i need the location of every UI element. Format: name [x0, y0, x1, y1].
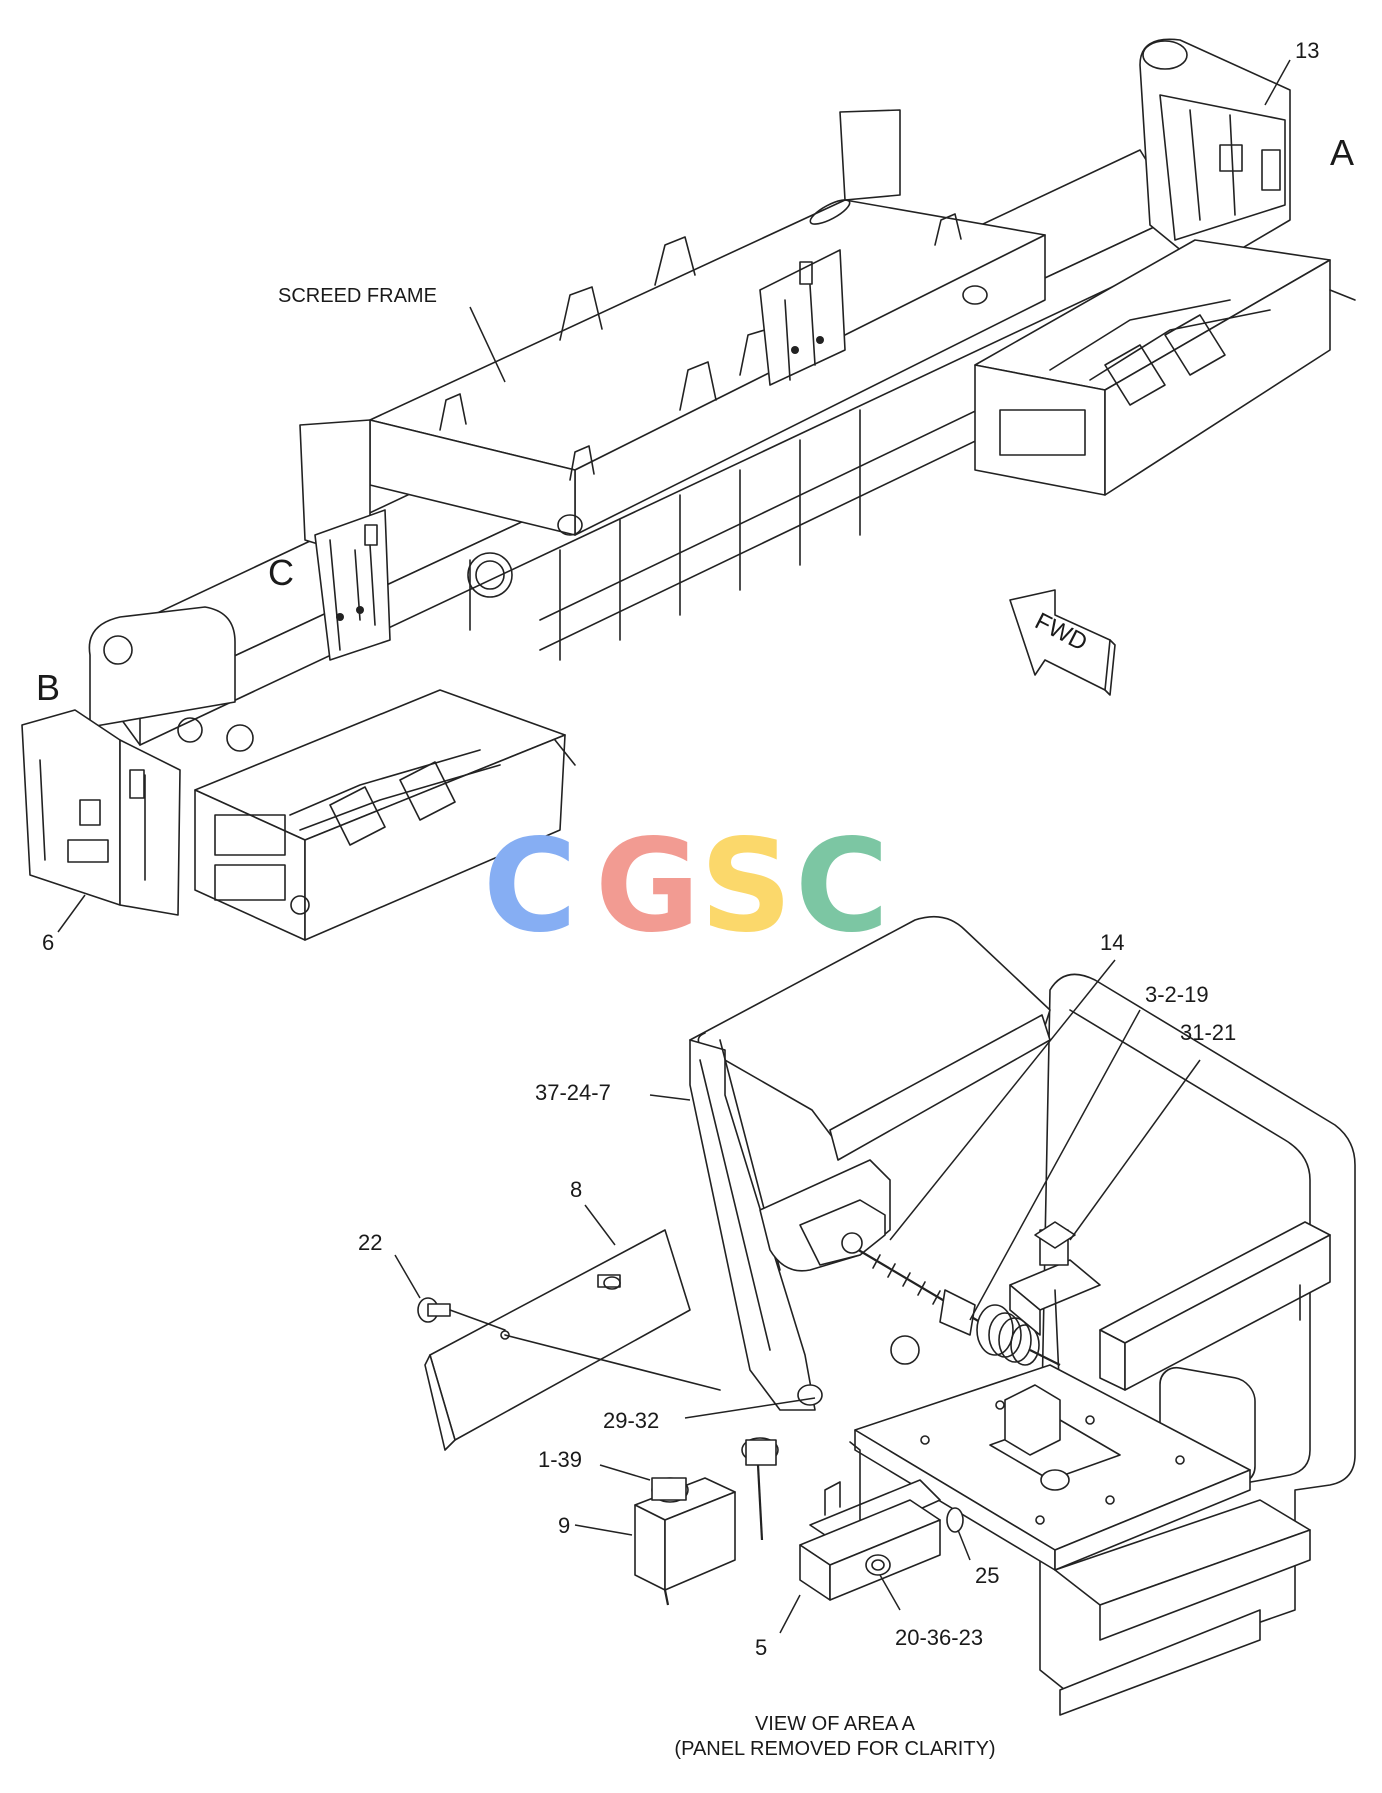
caption-line-1: VIEW OF AREA A: [755, 1713, 916, 1735]
frame-section-left: [194, 689, 576, 941]
view-letter-a: A: [1330, 132, 1354, 173]
callout-31-21: 31-21: [1180, 1020, 1236, 1045]
frame-section-right: [974, 239, 1356, 496]
callout-14: 14: [1100, 930, 1124, 955]
callout-8: 8: [570, 1177, 582, 1202]
view-letter-c: C: [268, 552, 294, 593]
callout-22: 22: [358, 1230, 382, 1255]
detail-view-area-a: [417, 915, 1356, 1716]
cgsc-logo: C G S C: [483, 812, 889, 961]
logo-letter-g: G: [595, 812, 700, 961]
screed-frame-label: SCREED FRAME: [278, 285, 437, 307]
callout-9: 9: [558, 1513, 570, 1538]
spring-assembly: [939, 1289, 1061, 1366]
adjuster-bracket: [1009, 1221, 1101, 1401]
caption-line-2: (PANEL REMOVED FOR CLARITY): [674, 1738, 995, 1760]
end-assembly-b: [21, 709, 181, 916]
end-assembly-a: [1139, 38, 1291, 271]
callout-37-24-7: 37-24-7: [535, 1080, 611, 1105]
callout-25: 25: [975, 1563, 999, 1588]
screed-frame-assembly: FWD: [21, 38, 1356, 941]
callout-3-2-19: 3-2-19: [1145, 982, 1209, 1007]
logo-letter-c1: C: [483, 812, 577, 961]
callout-leaders: [394, 959, 1201, 1634]
part-8-plate: [424, 1229, 691, 1451]
bracket-c: [314, 509, 391, 661]
callout-6: 6: [42, 930, 54, 955]
bracket-center: [759, 249, 846, 386]
callout-5: 5: [755, 1635, 767, 1660]
view-letter-b: B: [36, 667, 60, 708]
callout-1-39: 1-39: [538, 1447, 582, 1472]
callout-20-36-23: 20-36-23: [895, 1625, 983, 1650]
lower-block: [799, 1441, 964, 1601]
callout-13: 13: [1295, 38, 1319, 63]
forward-arrow: FWD: [1009, 589, 1116, 696]
part-9-block: [634, 1477, 736, 1606]
logo-letter-c2: C: [795, 812, 889, 961]
logo-letter-s: S: [700, 812, 792, 961]
screw-22: [417, 1297, 506, 1331]
callout-29-32: 29-32: [603, 1408, 659, 1433]
